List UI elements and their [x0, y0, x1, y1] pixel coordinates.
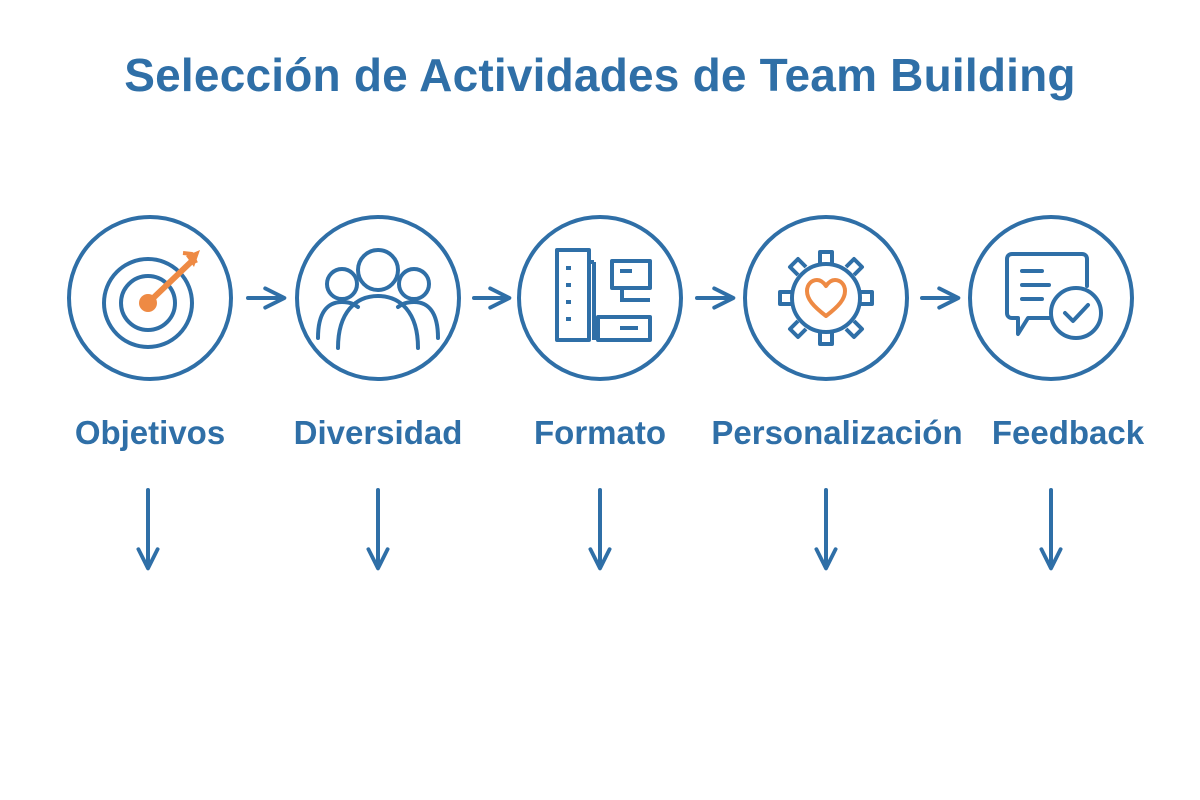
step-feedback [968, 215, 1134, 381]
diagram-title: Selección de Actividades de Team Buildin… [124, 49, 1076, 101]
step-formato [517, 215, 683, 381]
chat-bubble-with-check-icon [1005, 252, 1103, 340]
gear-with-heart-icon [778, 250, 874, 346]
group-of-people-icon [316, 248, 440, 350]
step-label-objetivos: Objetivos [74, 414, 226, 451]
step-circle [67, 215, 233, 381]
step-circle [968, 215, 1134, 381]
step-label-formato: Formato [534, 414, 666, 451]
step-label-feedback: Feedback [991, 414, 1145, 451]
step-diversidad [295, 215, 461, 381]
step-label-personalizacion: Personalización [711, 414, 963, 451]
step-objetivos [67, 215, 233, 381]
step-circle [517, 215, 683, 381]
step-label-diversidad: Diversidad [293, 414, 463, 451]
step-circle [295, 215, 461, 381]
target-with-arrow-icon [102, 250, 200, 349]
step-personalizacion [743, 215, 909, 381]
downward-arrows [136, 488, 1063, 571]
step-circle [743, 215, 909, 381]
building-and-screen-icon [555, 248, 652, 342]
